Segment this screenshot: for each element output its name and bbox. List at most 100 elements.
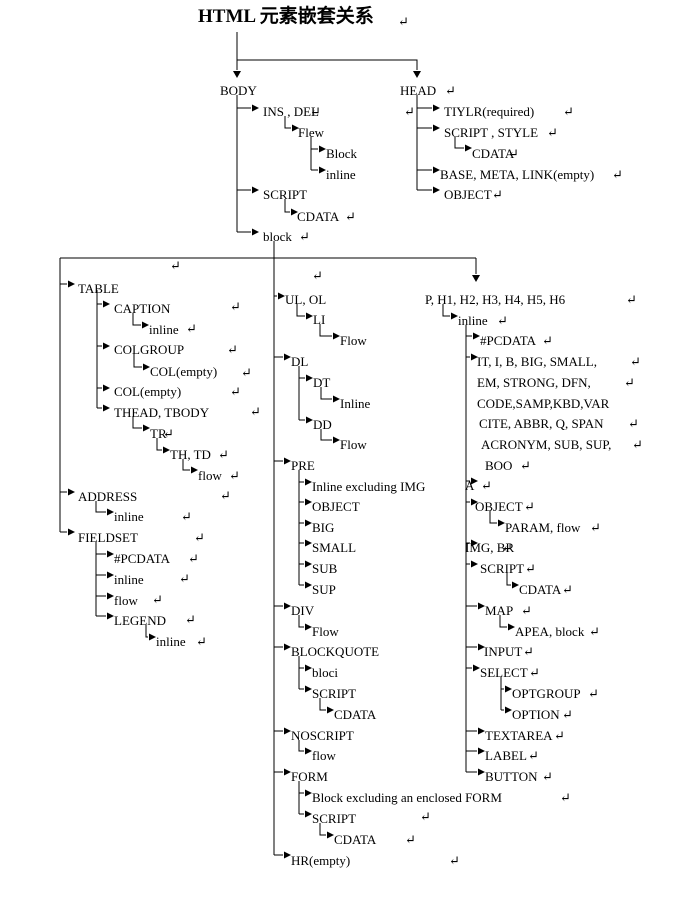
connector-line <box>454 137 464 149</box>
node-tr: TR <box>150 426 167 441</box>
return-mark-icon: ↵ <box>170 258 181 273</box>
return-mark-icon: ↵ <box>508 146 519 161</box>
node-head-object: OBJECT <box>444 187 492 202</box>
connector-line <box>319 698 326 711</box>
node-div: DIV <box>291 603 315 618</box>
arrowhead <box>103 384 110 392</box>
arrowhead <box>68 488 75 496</box>
return-mark-icon: ↵ <box>497 313 508 328</box>
return-mark-icon: ↵ <box>521 603 532 618</box>
return-mark-icon: ↵ <box>250 404 261 419</box>
connector-line <box>133 354 142 368</box>
return-mark-icon: ↵ <box>524 499 535 514</box>
return-mark-icon: ↵ <box>230 299 241 314</box>
connector-line <box>284 199 290 213</box>
node-p-inline: inline <box>458 313 488 328</box>
node-cite: CITE, ABBR, Q, SPAN <box>479 416 604 431</box>
arrowhead <box>284 353 291 361</box>
return-mark-icon: ↵ <box>588 686 599 701</box>
node-head: HEAD <box>400 83 436 98</box>
arrowhead <box>252 186 259 194</box>
return-mark-icon: ↵ <box>163 426 174 441</box>
node-thead: THEAD, TBODY <box>114 405 210 420</box>
return-mark-icon: ↵ <box>624 375 635 390</box>
node-param: PARAM, flow <box>505 520 581 535</box>
connectors <box>59 32 519 859</box>
arrowhead <box>471 539 478 547</box>
arrowhead <box>284 727 291 735</box>
node-caption-inline: inline <box>149 322 179 337</box>
node-dt: DT <box>313 375 330 390</box>
node-a: A <box>465 478 475 493</box>
node-p-object: OBJECT <box>475 499 523 514</box>
arrowhead <box>305 560 312 568</box>
arrowhead <box>433 186 440 194</box>
arrowhead <box>505 685 512 693</box>
return-mark-icon: ↵ <box>310 104 321 119</box>
arrowhead <box>306 416 313 424</box>
connector-line <box>298 740 304 752</box>
node-ins: INS , DEL <box>263 104 319 119</box>
arrowhead <box>305 685 312 693</box>
connector-line <box>442 304 450 317</box>
arrowhead <box>149 633 156 641</box>
node-thtd: TH, TD <box>170 447 211 462</box>
node-em: EM, STRONG, DFN, <box>477 375 591 390</box>
node-body-script: SCRIPT <box>263 187 307 202</box>
node-noscript-flow: flow <box>312 748 336 763</box>
node-it: IT, I, B, BIG, SMALL, <box>477 354 597 369</box>
connector-line <box>182 459 190 471</box>
node-flew: Flew <box>298 125 325 140</box>
connector-line <box>506 573 511 586</box>
node-address: ADDRESS <box>78 489 137 504</box>
return-mark-icon: ↵ <box>185 612 196 627</box>
arrowhead <box>278 292 285 300</box>
return-mark-icon: ↵ <box>312 268 323 283</box>
return-mark-icon: ↵ <box>589 624 600 639</box>
node-pre-inline: Inline excluding IMG <box>312 479 425 494</box>
node-pre-small: SMALL <box>312 540 356 555</box>
arrowhead <box>143 424 150 432</box>
arrowhead <box>305 789 312 797</box>
node-table: TABLE <box>78 281 119 296</box>
return-mark-icon: ↵ <box>529 665 540 680</box>
node-pre-object: OBJECT <box>312 499 360 514</box>
node-ulol: UL, OL <box>285 292 326 307</box>
arrowhead <box>284 851 291 859</box>
arrowhead <box>478 643 485 651</box>
return-mark-icon: ↵ <box>241 365 252 380</box>
arrowhead <box>471 353 478 361</box>
connector-line <box>132 313 141 326</box>
node-boo: BOO <box>485 458 512 473</box>
node-pre-sup: SUP <box>312 582 336 597</box>
node-legend-inline: inline <box>156 634 186 649</box>
arrowhead <box>333 436 340 444</box>
return-mark-icon: ↵ <box>194 530 205 545</box>
return-mark-icon: ↵ <box>562 582 573 597</box>
arrowhead <box>284 602 291 610</box>
arrowhead <box>107 612 114 620</box>
connector-line <box>298 615 304 628</box>
arrowhead <box>472 275 480 282</box>
node-pre: PRE <box>291 458 315 473</box>
arrowhead <box>143 363 150 371</box>
node-form-script: SCRIPT <box>312 811 356 826</box>
connector-line <box>319 823 326 836</box>
node-dl: DL <box>291 354 308 369</box>
arrowhead <box>163 446 170 454</box>
return-mark-icon: ↵ <box>227 342 238 357</box>
return-mark-icon: ↵ <box>612 167 623 182</box>
arrowhead <box>306 374 313 382</box>
return-mark-icon: ↵ <box>547 125 558 140</box>
node-hr: HR(empty) <box>291 853 350 868</box>
return-mark-icon: ↵ <box>525 561 536 576</box>
return-mark-icon: ↵ <box>299 229 310 244</box>
return-mark-icon: ↵ <box>230 384 241 399</box>
node-input: INPUT <box>484 644 522 659</box>
node-thtd-flow: flow <box>198 468 222 483</box>
arrowhead <box>319 145 326 153</box>
node-address-inline: inline <box>114 509 144 524</box>
node-code: CODE,SAMP,KBD,VAR <box>477 396 610 411</box>
node-bq-cdata: CDATA <box>334 707 377 722</box>
